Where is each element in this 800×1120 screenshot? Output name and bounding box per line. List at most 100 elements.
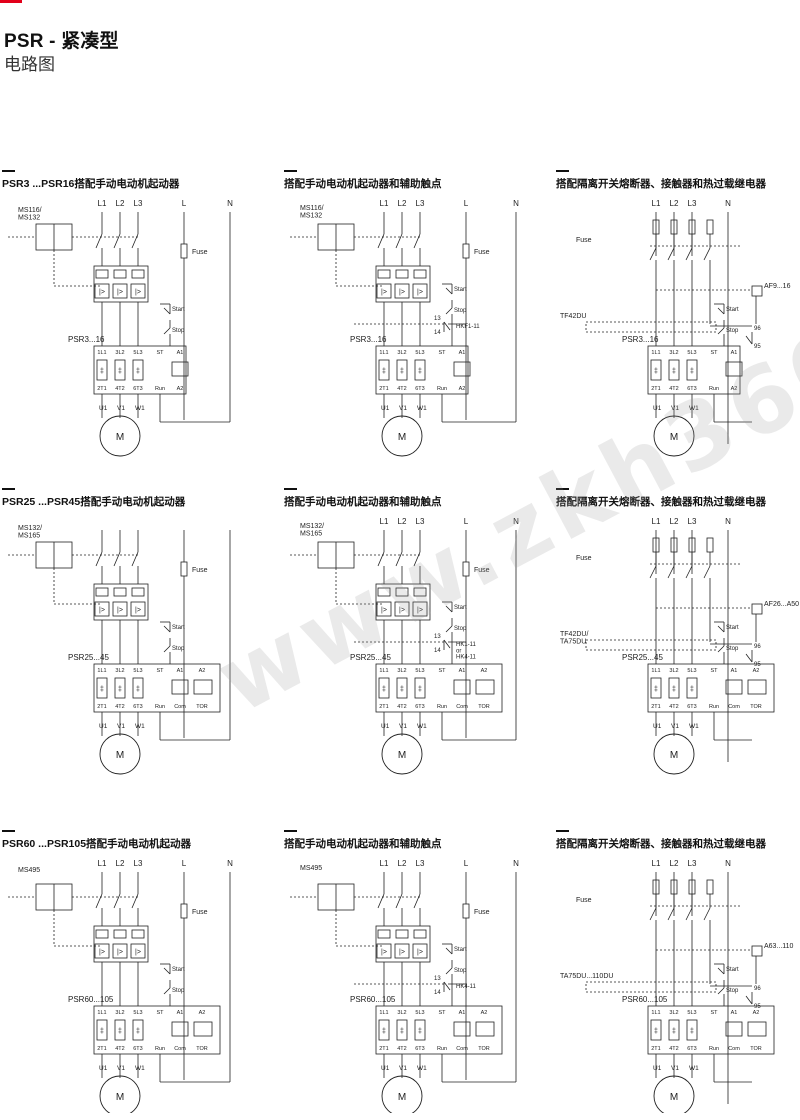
motor-symbol bbox=[99, 415, 141, 457]
line-label: L bbox=[464, 517, 469, 526]
terminal-top-st: ST bbox=[710, 350, 718, 356]
terminal-top-1l1: 1L1 bbox=[379, 1010, 388, 1016]
tor-relay bbox=[747, 679, 767, 695]
bypass-element bbox=[96, 359, 108, 381]
softstarter-body bbox=[375, 1005, 503, 1055]
wire bbox=[717, 645, 725, 653]
terminal-bottom-tor: TOR bbox=[750, 1046, 762, 1052]
line-label: L bbox=[464, 859, 469, 868]
wire bbox=[95, 233, 103, 249]
breaker-module bbox=[93, 583, 149, 621]
bypass-symbol: ‡ bbox=[136, 1028, 140, 1035]
terminal-bottom-4t2: 4T2 bbox=[669, 1046, 678, 1052]
terminal-top-5l3: 5L3 bbox=[687, 350, 696, 356]
terminal-bottom-6t3: 6T3 bbox=[415, 386, 424, 392]
aux-terminal-13: 13 bbox=[434, 316, 441, 322]
tor-relay bbox=[193, 679, 213, 695]
breaker-symbol: |> bbox=[117, 607, 123, 614]
bypass-symbol: ‡ bbox=[418, 1028, 422, 1035]
output-v1: V1 bbox=[117, 723, 125, 730]
terminal-top-3l2: 3L2 bbox=[115, 668, 124, 674]
fuse-label: Fuse bbox=[474, 909, 490, 916]
bypass-symbol: ‡ bbox=[672, 1028, 676, 1035]
phase-label-l3: L3 bbox=[134, 199, 143, 208]
wire bbox=[443, 981, 451, 991]
phase-label-l2: L2 bbox=[670, 859, 679, 868]
wire bbox=[703, 907, 711, 921]
breaker-trip bbox=[377, 929, 391, 939]
control-relay bbox=[725, 679, 743, 695]
stop-label: Stop bbox=[454, 308, 467, 314]
line-label: L bbox=[464, 199, 469, 208]
terminal-bottom-com: Com bbox=[174, 704, 186, 710]
terminal-bottom-6t3: 6T3 bbox=[687, 386, 696, 392]
softstarter-label: PSR3...16 bbox=[68, 335, 105, 344]
fuse-label: Fuse bbox=[192, 909, 208, 916]
start-label: Start bbox=[726, 625, 739, 631]
olr-terminal-95: 95 bbox=[754, 344, 761, 350]
bypass-element bbox=[114, 677, 126, 699]
motor-label: M bbox=[116, 432, 124, 443]
breaker-symbol: |> bbox=[117, 289, 123, 296]
olr-terminal-95: 95 bbox=[754, 662, 761, 668]
phase-label-l1: L1 bbox=[380, 517, 389, 526]
aux-terminal-13: 13 bbox=[434, 976, 441, 982]
bypass-element bbox=[686, 359, 698, 381]
fuse bbox=[706, 537, 714, 553]
terminal-top-1l1: 1L1 bbox=[97, 1010, 106, 1016]
wire bbox=[113, 551, 121, 567]
brand-accent-bar bbox=[0, 0, 22, 3]
diagram-caption: 搭配隔离开关熔断器、接触器和热过载继电器 bbox=[556, 838, 766, 850]
tor-relay bbox=[747, 1021, 767, 1037]
terminal-bottom-6t3: 6T3 bbox=[687, 1046, 696, 1052]
wire bbox=[445, 625, 453, 633]
motor-label: M bbox=[116, 750, 124, 761]
circuit-diagram: MS132/MS165|>|>|>FuseStartStopPSR25...45… bbox=[8, 525, 231, 775]
breaker-symbol: |> bbox=[117, 949, 123, 956]
neutral-label: N bbox=[725, 859, 731, 868]
breaker-element bbox=[94, 601, 110, 617]
terminal-bottom-run: Run bbox=[709, 704, 719, 710]
control-relay bbox=[171, 679, 189, 695]
breaker-symbol: |> bbox=[417, 607, 423, 614]
start-label: Start bbox=[172, 625, 185, 631]
phase-label-l3: L3 bbox=[416, 517, 425, 526]
bypass-symbol: ‡ bbox=[382, 368, 386, 375]
terminal-bottom-com: Com bbox=[728, 1046, 740, 1052]
start-label: Start bbox=[172, 967, 185, 973]
output-w1: W1 bbox=[417, 723, 427, 730]
output-w1: W1 bbox=[135, 405, 145, 412]
bypass-element bbox=[414, 359, 426, 381]
diagram-panel-4: PSR25 ...PSR45搭配手动电动机起动器 MS132/MS165|>|>… bbox=[2, 488, 264, 778]
phase-label-l2: L2 bbox=[398, 859, 407, 868]
output-w1: W1 bbox=[135, 723, 145, 730]
overload-relay bbox=[585, 321, 717, 333]
terminal-top-a1: A1 bbox=[177, 1010, 184, 1016]
overload-relay bbox=[585, 981, 717, 993]
bypass-symbol: ‡ bbox=[118, 1028, 122, 1035]
diagram-caption: PSR60 ...PSR105搭配手动电动机起动器 bbox=[2, 838, 192, 850]
terminal-top-st: ST bbox=[156, 1010, 164, 1016]
terminal-top-st: ST bbox=[156, 668, 164, 674]
motor-label: M bbox=[670, 1092, 678, 1103]
terminal-bottom-6t3: 6T3 bbox=[133, 1046, 142, 1052]
breaker-symbol: |> bbox=[417, 949, 423, 956]
diagram-caption: 搭配隔离开关熔断器、接触器和热过载继电器 bbox=[556, 496, 766, 508]
terminal-top-5l3: 5L3 bbox=[415, 1010, 424, 1016]
breaker-trip bbox=[131, 269, 145, 279]
wire bbox=[745, 335, 753, 345]
line-label: L bbox=[182, 859, 187, 868]
wire bbox=[703, 565, 711, 579]
terminal-top-3l2: 3L2 bbox=[115, 1010, 124, 1016]
terminal-top-a1: A1 bbox=[459, 668, 466, 674]
terminal-bottom-2t1: 2T1 bbox=[97, 386, 106, 392]
terminal-top-1l1: 1L1 bbox=[651, 668, 660, 674]
caption-dash bbox=[556, 170, 569, 172]
bypass-element bbox=[96, 1019, 108, 1041]
wire bbox=[667, 247, 675, 261]
